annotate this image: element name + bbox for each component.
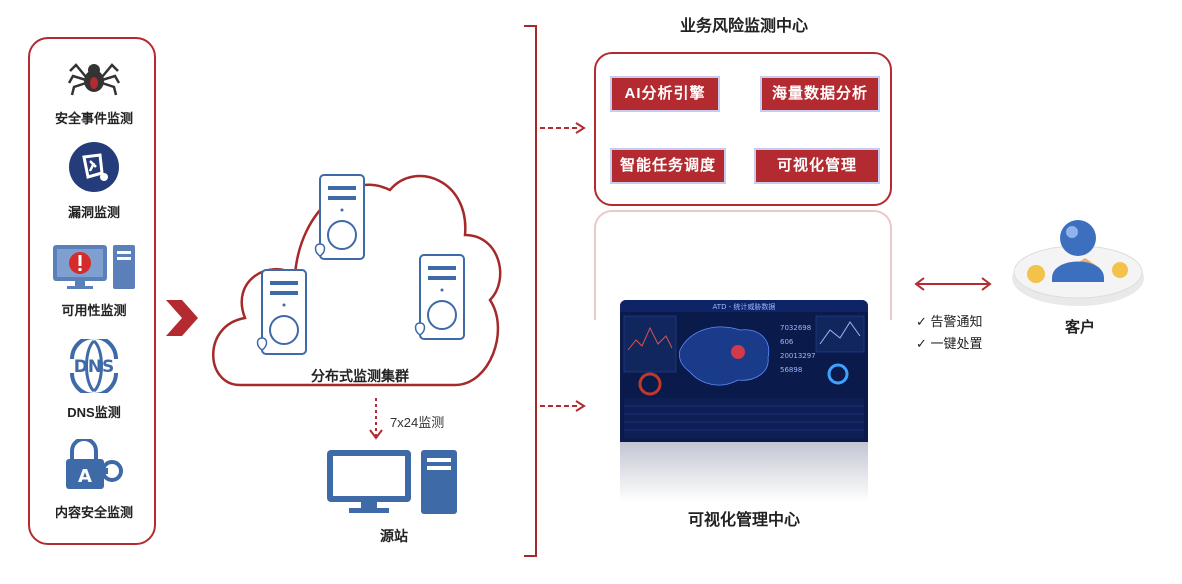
vis-center-title: 可视化管理中心 [687, 512, 800, 529]
content-lock-icon: A [66, 437, 123, 489]
server-icon [256, 269, 307, 355]
module-visual-management: 可视化管理 [756, 150, 878, 182]
notification-item: ✓ 一键处置 [916, 333, 983, 355]
dashboard-stat-4: 56898 [780, 366, 802, 374]
customer-icon [1012, 220, 1144, 306]
risk-center-title: 业务风险监测中心 [679, 18, 808, 35]
monitor-item-security-event: 安全事件监测 [30, 59, 158, 127]
module-task-scheduling: 智能任务调度 [612, 150, 724, 182]
dashboard-stat-2: 606 [780, 338, 794, 346]
vulnerability-icon [69, 142, 119, 192]
monitor-alert-icon [53, 245, 135, 289]
right-arrow-bottom [540, 400, 586, 412]
down-arrow [369, 398, 383, 440]
monitor-label: 内容安全监测 [54, 505, 133, 520]
module-ai-engine: AI分析引擎 [612, 78, 718, 110]
dns-globe-icon: DNS [70, 335, 118, 397]
monitor-label: DNS监测 [67, 405, 121, 420]
module-big-data: 海量数据分析 [762, 78, 878, 110]
monitor-label: 安全事件监测 [54, 111, 133, 126]
origin-label: 源站 [380, 528, 408, 544]
check-icon: ✓ [916, 314, 931, 329]
dashboard-reflection [620, 442, 868, 502]
right-arrow-top [540, 122, 586, 134]
notification-text: 告警通知 [930, 314, 983, 329]
bidirectional-arrow [914, 277, 992, 291]
monitor-item-dns: DNS DNS监测 [30, 335, 158, 421]
spider-icon [67, 63, 121, 96]
dashboard-stat-1: 7032698 [780, 324, 811, 332]
monitor-item-content-security: A 内容安全监测 [30, 437, 158, 521]
check-icon: ✓ [916, 336, 931, 351]
chevron-right-icon [166, 300, 198, 336]
dashboard-stat-3: 20013297 [780, 352, 816, 360]
risk-center-panel: AI分析引擎 海量数据分析 智能任务调度 可视化管理 [594, 52, 892, 206]
monitor-item-availability: 可用性监测 [30, 243, 158, 319]
notification-item: ✓ 告警通知 [916, 311, 983, 333]
svg-text:A: A [78, 466, 92, 487]
customer-label: 客户 [1064, 319, 1095, 336]
monitor-label: 可用性监测 [61, 303, 127, 318]
dashboard-title: ATD - 统计威胁数据 [713, 302, 776, 311]
monitor-panel: 安全事件监测 漏洞监测 可用性监测 DNS [28, 37, 156, 545]
notification-text: 一键处置 [930, 336, 983, 351]
monitor-label: 漏洞监测 [67, 205, 120, 220]
bracket [524, 25, 537, 557]
dashboard-visual: ATD - 统计威胁数据 7032698 606 20013297 56898 [620, 300, 868, 438]
notification-list: ✓ 告警通知 ✓ 一键处置 [916, 311, 983, 355]
risk-center-reflection [594, 210, 892, 320]
dashboard-screen: ATD - 统计威胁数据 7032698 606 20013297 56898 [620, 300, 868, 442]
cluster-label: 分布式监测集群 [311, 368, 409, 384]
server-icon [414, 254, 465, 340]
cluster-cloud [212, 174, 502, 387]
server-icon [314, 174, 365, 260]
monitor-frequency-label: 7x24监测 [390, 415, 445, 430]
monitor-item-vulnerability: 漏洞监测 [30, 141, 158, 221]
origin-computer-icon [327, 450, 457, 514]
svg-text:DNS: DNS [74, 357, 115, 377]
